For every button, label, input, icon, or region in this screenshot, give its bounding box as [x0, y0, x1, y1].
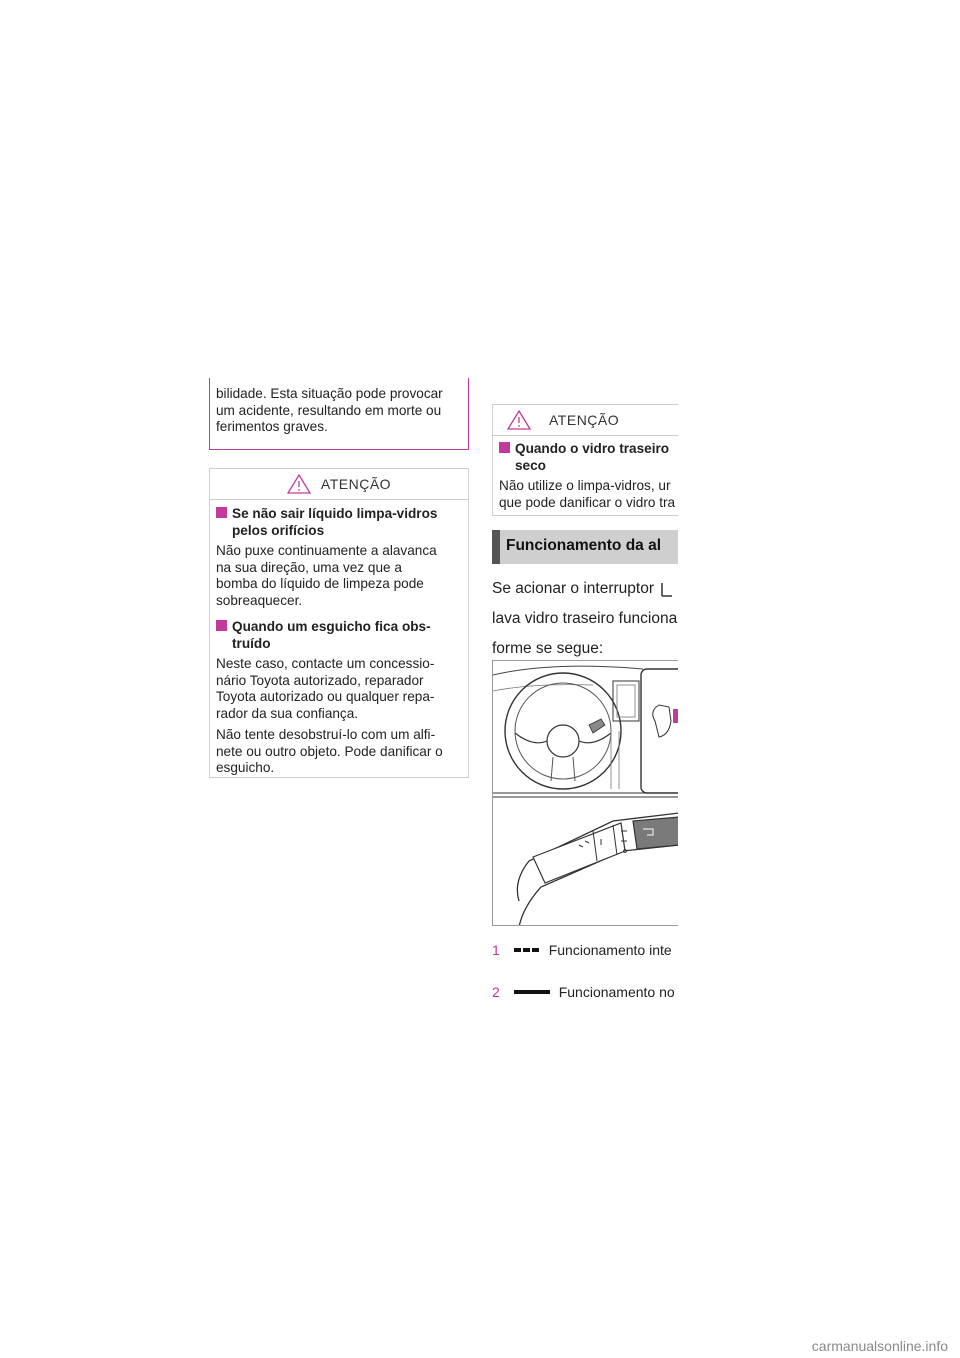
paragraph-line: forme se segue:	[492, 640, 604, 657]
section-title: Funcionamento da al	[506, 537, 662, 554]
warning-box-right: ATENÇÃO Quando o vidro traseiro seco Não…	[492, 404, 678, 516]
text-line: esguicho.	[216, 760, 275, 775]
warning-item-body: Neste caso, contacte um concessio- nário…	[216, 656, 434, 722]
warning-triangle-icon	[507, 410, 531, 430]
text-line: rador da sua confiança.	[216, 705, 359, 721]
numbered-list: 1 Funcionamento inte 2 Funcionamento no	[492, 940, 678, 1004]
warning-item-body: Não puxe continuamente a alavanca na sua…	[216, 543, 437, 609]
text-line: Não tente desobstruí-lo com um alfi-	[216, 727, 436, 742]
continuous-bar-icon	[514, 990, 551, 994]
text-line: que pode danificar o vidro tra	[499, 494, 676, 510]
list-number: 2	[492, 984, 500, 1000]
switch-symbol-icon	[661, 583, 672, 597]
text-line: ferimentos graves.	[216, 419, 328, 434]
warning-continuation-box: bilidade. Esta situação pode provocar um…	[209, 378, 469, 450]
section-accent	[492, 530, 500, 564]
watermark-text: carmanualsonline.info	[811, 1338, 948, 1354]
warning-title: ATENÇÃO	[549, 412, 620, 428]
paragraph-line: lava vidro traseiro funciona	[492, 610, 678, 627]
text-line: na sua direção, uma vez que a	[216, 559, 402, 575]
warning-triangle-icon	[286, 474, 311, 494]
title-line: seco	[515, 457, 546, 473]
title-line: pelos orifícios	[232, 522, 325, 538]
text-line: sobreaquecer.	[216, 592, 303, 608]
steering-and-lever-drawing	[493, 665, 678, 925]
text-line: bilidade. Esta situação pode provocar	[216, 386, 443, 401]
title-line: Se não sair líquido limpa-vidros	[232, 506, 438, 521]
warning-box-left: ATENÇÃO Se não sair líquido limpa-vidros…	[209, 468, 469, 778]
warning-item-title: Se não sair líquido limpa-vidros pelos o…	[216, 506, 437, 539]
text-line: Não puxe continuamente a alavanca	[216, 543, 437, 558]
warning-header: ATENÇÃO	[493, 405, 678, 436]
list-number: 1	[492, 942, 500, 958]
text-line: Não utilize o limpa-vidros, ur	[499, 478, 671, 493]
warning-title: ATENÇÃO	[320, 476, 392, 492]
section-heading: Funcionamento da al	[492, 530, 678, 564]
text-line: bomba do líquido de limpeza pode	[216, 576, 424, 591]
warning-header: ATENÇÃO	[210, 469, 468, 500]
warning-item-title: Quando um esguicho fica obs- truído	[216, 619, 431, 652]
text-line: um acidente, resultando em morte ou	[216, 402, 442, 418]
list-item: 1 Funcionamento inte	[492, 942, 672, 960]
list-text: Funcionamento inte	[548, 942, 672, 958]
paragraph-line: Se acionar o interruptor	[492, 580, 654, 597]
bullet-square-icon	[216, 507, 227, 518]
bullet-square-icon	[499, 442, 510, 453]
intermittent-dashes-icon	[514, 948, 540, 952]
list-item: 2 Funcionamento no	[492, 984, 675, 1002]
title-line: truído	[232, 635, 271, 651]
title-line: Quando um esguicho fica obs-	[232, 619, 431, 634]
title-line: Quando o vidro traseiro	[515, 441, 670, 456]
warning-item-body: Não tente desobstruí-lo com um alfi- net…	[216, 727, 443, 777]
text-line: Neste caso, contacte um concessio-	[216, 656, 435, 671]
list-text: Funcionamento no	[558, 984, 675, 1000]
wiper-lever-illustration	[492, 660, 678, 926]
warning-item-title: Quando o vidro traseiro seco	[499, 441, 669, 474]
text-line: nete ou outro objeto. Pode danificar o	[216, 743, 443, 759]
warning-item-body: Não utilize o limpa-vidros, ur que pode …	[499, 478, 675, 511]
bullet-square-icon	[216, 620, 227, 631]
text-line: Toyota autorizado ou qualquer repa-	[216, 689, 435, 704]
text-line: nário Toyota autorizado, reparador	[216, 672, 424, 688]
paragraph: Se acionar o interruptor lava vidro tras…	[492, 578, 678, 658]
